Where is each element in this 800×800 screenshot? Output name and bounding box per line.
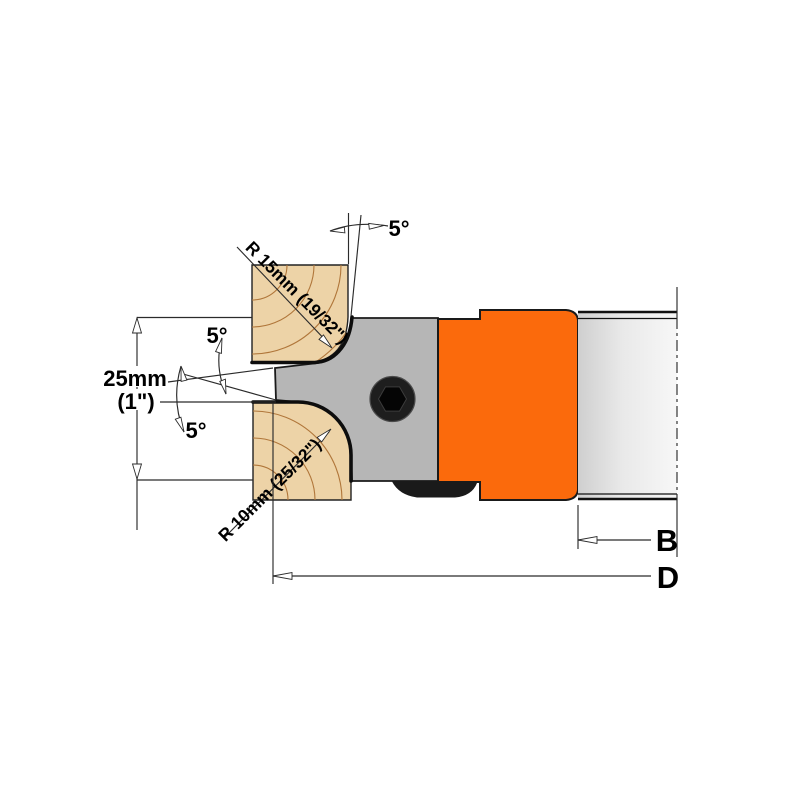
dimension-D: D [272, 403, 679, 595]
hex-screw [369, 375, 416, 423]
shank [578, 310, 677, 501]
angle-lower: 5° [160, 365, 276, 443]
angle-upper: 5° [167, 323, 277, 401]
bottom-knife-wedge [392, 481, 477, 498]
dimension-height: 25mm (1") [103, 316, 253, 530]
D-label: D [657, 560, 679, 595]
B-label: B [656, 523, 678, 558]
cutter-body [437, 309, 579, 501]
height-label-inch: (1") [117, 389, 154, 414]
arrow-down [131, 463, 143, 481]
arrow-up [131, 316, 143, 334]
angle-upper-label: 5° [206, 323, 227, 348]
angle-top: 5° [329, 213, 410, 317]
dimension-B: B [577, 505, 678, 558]
bottom-knife-edge [251, 400, 353, 483]
height-label: 25mm [103, 366, 167, 391]
angle-lower-label: 5° [185, 418, 206, 443]
top-knife-edge [250, 315, 354, 365]
angle-top-label: 5° [388, 216, 409, 241]
